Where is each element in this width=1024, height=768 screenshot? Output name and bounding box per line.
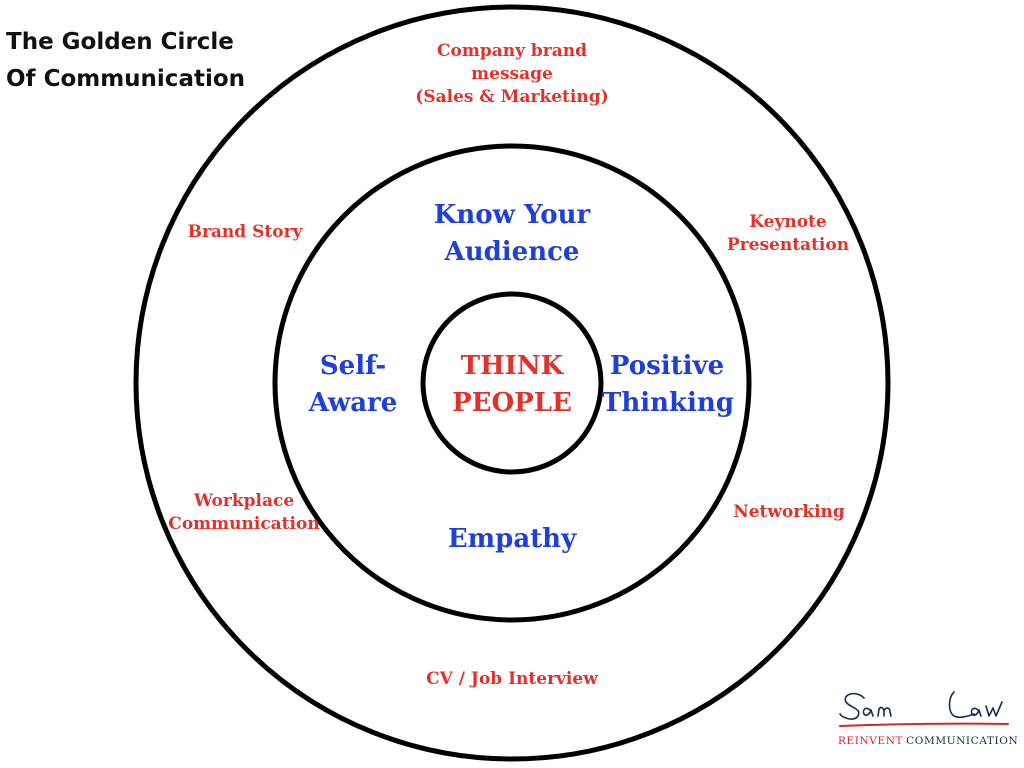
outer-bottom-label: CV / Job Interview: [412, 668, 612, 691]
middle-circle: [272, 143, 752, 623]
core-label: THINK PEOPLE: [432, 348, 592, 422]
middle-top-line-2: Audience: [444, 237, 580, 267]
outer-bottom-line-1: CV / Job Interview: [426, 669, 598, 689]
middle-right-line-1: Positive: [609, 351, 725, 381]
middle-right-line-2: Thinking: [602, 388, 735, 418]
middle-right-label: Positive Thinking: [602, 348, 735, 422]
outer-upper-right-label: Keynote Presentation: [723, 211, 853, 257]
signature-underline: [839, 722, 1009, 727]
middle-top-line-1: Know Your: [433, 200, 591, 230]
middle-left-label: Self- Aware: [297, 348, 409, 422]
outer-lower-left-line-1: Workplace: [193, 491, 295, 511]
outer-lower-right-label: Networking: [728, 501, 850, 524]
tagline-part-2: COMMUNICATION: [906, 735, 1019, 747]
outer-top-line-3: (Sales & Marketing): [415, 87, 609, 107]
title-line-2: Of Communication: [6, 66, 246, 92]
middle-left-line-1: Self-: [319, 351, 387, 381]
outer-upper-left-line-1: Brand Story: [187, 222, 303, 242]
outer-upper-left-label: Brand Story: [180, 221, 310, 244]
inner-circle: [420, 291, 604, 475]
diagram-title: The Golden Circle Of Communication: [6, 24, 245, 98]
middle-top-label: Know Your Audience: [412, 197, 612, 271]
tagline-part-1: REINVENT: [838, 735, 904, 747]
outer-upper-right-line-1: Keynote: [749, 212, 827, 232]
middle-bottom-label: Empathy: [432, 521, 592, 558]
outer-circle: [133, 4, 891, 762]
signature-logo: [839, 691, 1009, 727]
title-line-1: The Golden Circle: [6, 29, 234, 55]
outer-lower-left-line-2: Communication: [168, 514, 320, 534]
outer-top-line-1: Company brand: [436, 41, 588, 61]
core-line-1: THINK: [460, 351, 564, 381]
core-line-2: PEOPLE: [452, 388, 572, 418]
outer-top-label: Company brand message (Sales & Marketing…: [402, 40, 622, 109]
middle-left-line-2: Aware: [308, 388, 398, 418]
outer-lower-right-line-1: Networking: [733, 502, 845, 522]
outer-top-line-2: message: [471, 64, 553, 84]
outer-lower-left-label: Workplace Communication: [166, 490, 322, 536]
middle-bottom-line-1: Empathy: [447, 524, 577, 554]
outer-upper-right-line-2: Presentation: [726, 235, 850, 255]
